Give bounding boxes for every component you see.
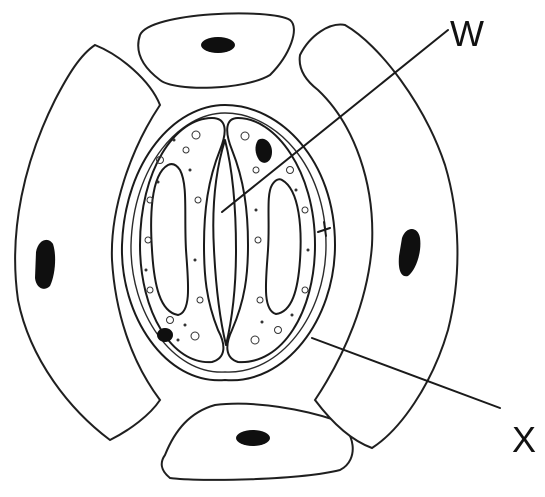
vacuole-right — [266, 179, 301, 314]
stomatal-pore — [213, 140, 236, 345]
guard-cell-right — [227, 118, 315, 362]
epidermal-cell-left — [15, 45, 160, 440]
label-w: W — [450, 13, 484, 54]
epidermal-cell-right — [300, 25, 458, 448]
guard-nucleus-left — [157, 328, 173, 342]
epidermal-cell-top — [138, 13, 294, 87]
vacuole-left — [151, 164, 188, 315]
epidermal-cell-bottom — [162, 404, 353, 480]
guard-cell-left — [140, 118, 225, 362]
guard-nucleus-right — [255, 139, 272, 163]
nucleus-bottom — [236, 430, 270, 446]
wall-marker — [318, 222, 330, 236]
nucleus-top — [201, 37, 235, 53]
label-x: X — [512, 419, 536, 460]
